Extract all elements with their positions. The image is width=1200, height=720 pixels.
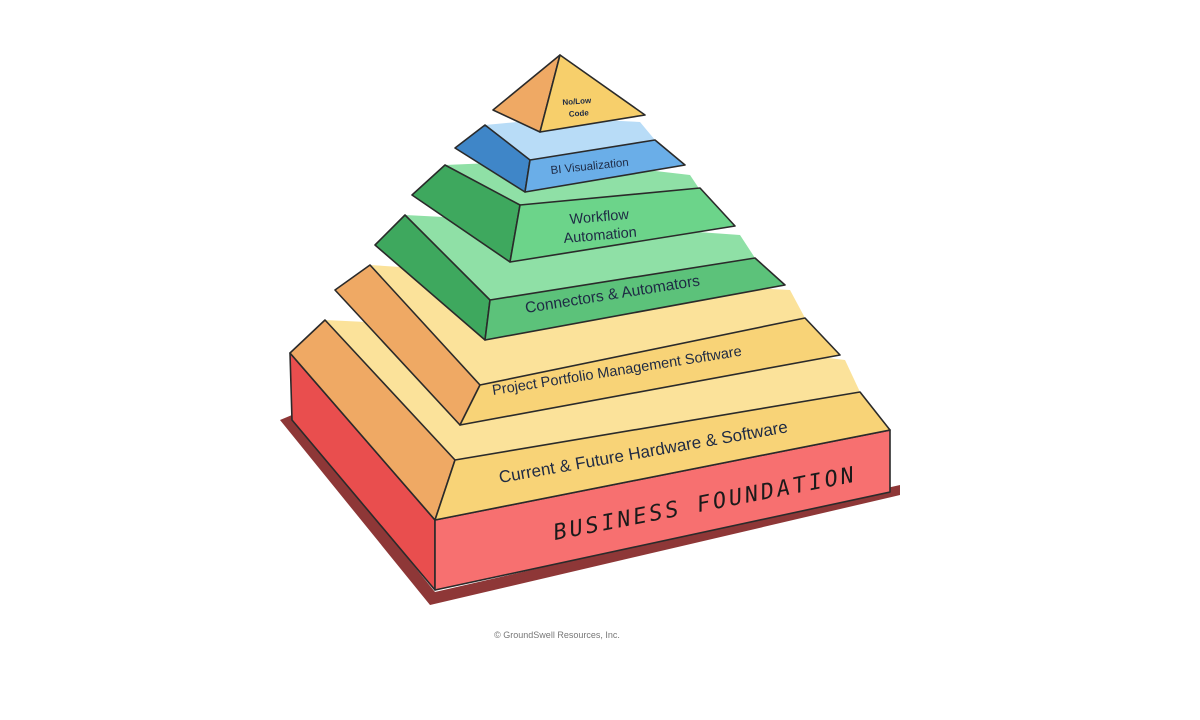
- tier-top-ledge: [485, 118, 655, 160]
- no-low-label: No/Low: [562, 96, 592, 107]
- tier-no-low-code: No/Low Code: [492, 54, 646, 133]
- tier-front-face: [484, 257, 786, 341]
- tier-front-face: [434, 391, 891, 521]
- copyright-text: © GroundSwell Resources, Inc.: [494, 630, 620, 640]
- base-shadow: [280, 415, 900, 605]
- tier-front-face: [524, 139, 686, 193]
- tier-front-face: [459, 317, 841, 426]
- automation-label: Automation: [563, 225, 637, 247]
- tier-bi-visualization: BI Visualization: [454, 118, 686, 193]
- code-label: Code: [569, 108, 590, 118]
- pyramid-right-face: [539, 54, 646, 133]
- workflow-label: Workflow: [569, 207, 630, 228]
- tier-front-face: [509, 187, 736, 263]
